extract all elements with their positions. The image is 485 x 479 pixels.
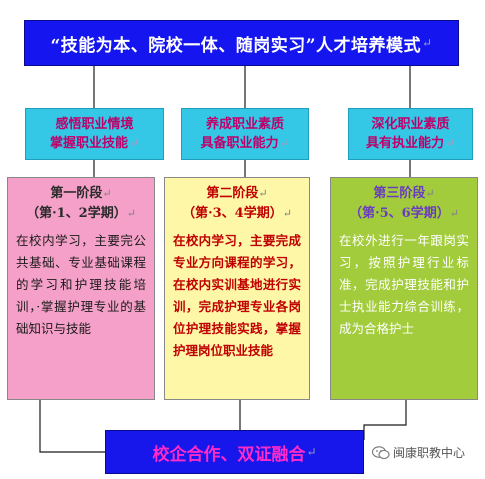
goal-3-line-1: 深化职业素质 — [371, 117, 450, 132]
watermark: 闽康职教中心 — [372, 444, 465, 461]
stage-box-2: 第二阶段↵ （第·3、4学期）↵ 在校内学习，主要完成专业方向课程的学习，在校内… — [164, 177, 310, 400]
stage-1-description: 在校内学习，主要完公共基础、专业基础课程的学习和护理技能培训，·掌握护理专业的基… — [16, 233, 146, 336]
paragraph-mark-icon: ↵ — [279, 136, 290, 150]
paragraph-mark-icon: ↵ — [128, 136, 140, 150]
goal-1-line-1: 感悟职业情境 — [55, 117, 134, 132]
goal-box-1: 感悟职业情境 掌握职业技能↵ — [25, 108, 164, 160]
paragraph-mark-icon: ↵ — [126, 207, 136, 220]
goal-2-line-1: 养成职业素质 — [205, 117, 284, 132]
stage-3-description: 在校外进行一年跟岗实习，按照护理行业标准，完成护理技能和护士执业能力综合训练，成… — [339, 233, 469, 336]
paragraph-mark-icon: ↵ — [422, 36, 433, 50]
paragraph-mark-icon: ↵ — [102, 187, 112, 200]
paragraph-mark-icon: ↵ — [306, 445, 317, 459]
connector-stage1-bottom — [39, 400, 105, 453]
model-title: “技能为本、院校一体、随岗实习”人才培养模式↵ — [24, 20, 459, 66]
bottom-banner-text: 校企合作、双证融合 — [152, 444, 306, 465]
stage-3-term: （第·5、6学期） — [349, 206, 450, 221]
goal-box-2: 养成职业素质 具备职业能力↵ — [181, 108, 309, 160]
model-title-text: “技能为本、院校一体、随岗实习”人才培养模式 — [50, 35, 421, 56]
paragraph-mark-icon: ↵ — [425, 187, 435, 200]
goal-2-line-2: 具备职业能力 — [200, 136, 279, 151]
stage-1-name: 第一阶段 — [50, 186, 103, 201]
goal-3-line-2: 具有执业能力 — [365, 136, 444, 151]
goal-1-line-2: 掌握职业技能 — [49, 136, 128, 151]
watermark-text: 闽康职教中心 — [393, 446, 466, 460]
stage-1-term: （第·1、2学期） — [26, 206, 127, 221]
connector-stage3-bottom — [363, 400, 407, 440]
paragraph-mark-icon: ↵ — [282, 207, 292, 220]
paragraph-mark-icon: ↵ — [258, 187, 268, 200]
stage-2-term: （第·3、4学期） — [182, 206, 283, 221]
paragraph-mark-icon: ↵ — [449, 207, 459, 220]
paragraph-mark-icon: ↵ — [444, 136, 456, 150]
stage-box-3: 第三阶段↵ （第·5、6学期）↵ 在校外进行一年跟岗实习，按照护理行业标准，完成… — [330, 177, 478, 400]
wechat-icon — [372, 445, 390, 459]
stage-2-description: 在校内学习，主要完成专业方向课程的学习，在校内实训基地进行实训，完成护理专业各岗… — [173, 233, 301, 358]
stage-3-name: 第三阶段 — [373, 186, 426, 201]
bottom-banner: 校企合作、双证融合↵ — [105, 430, 364, 474]
goal-box-3: 深化职业素质 具有执业能力↵ — [348, 108, 473, 160]
stage-2-name: 第二阶段 — [206, 186, 259, 201]
stage-box-1: 第一阶段↵ （第·1、2学期）↵ 在校内学习，主要完公共基础、专业基础课程的学习… — [7, 177, 155, 400]
